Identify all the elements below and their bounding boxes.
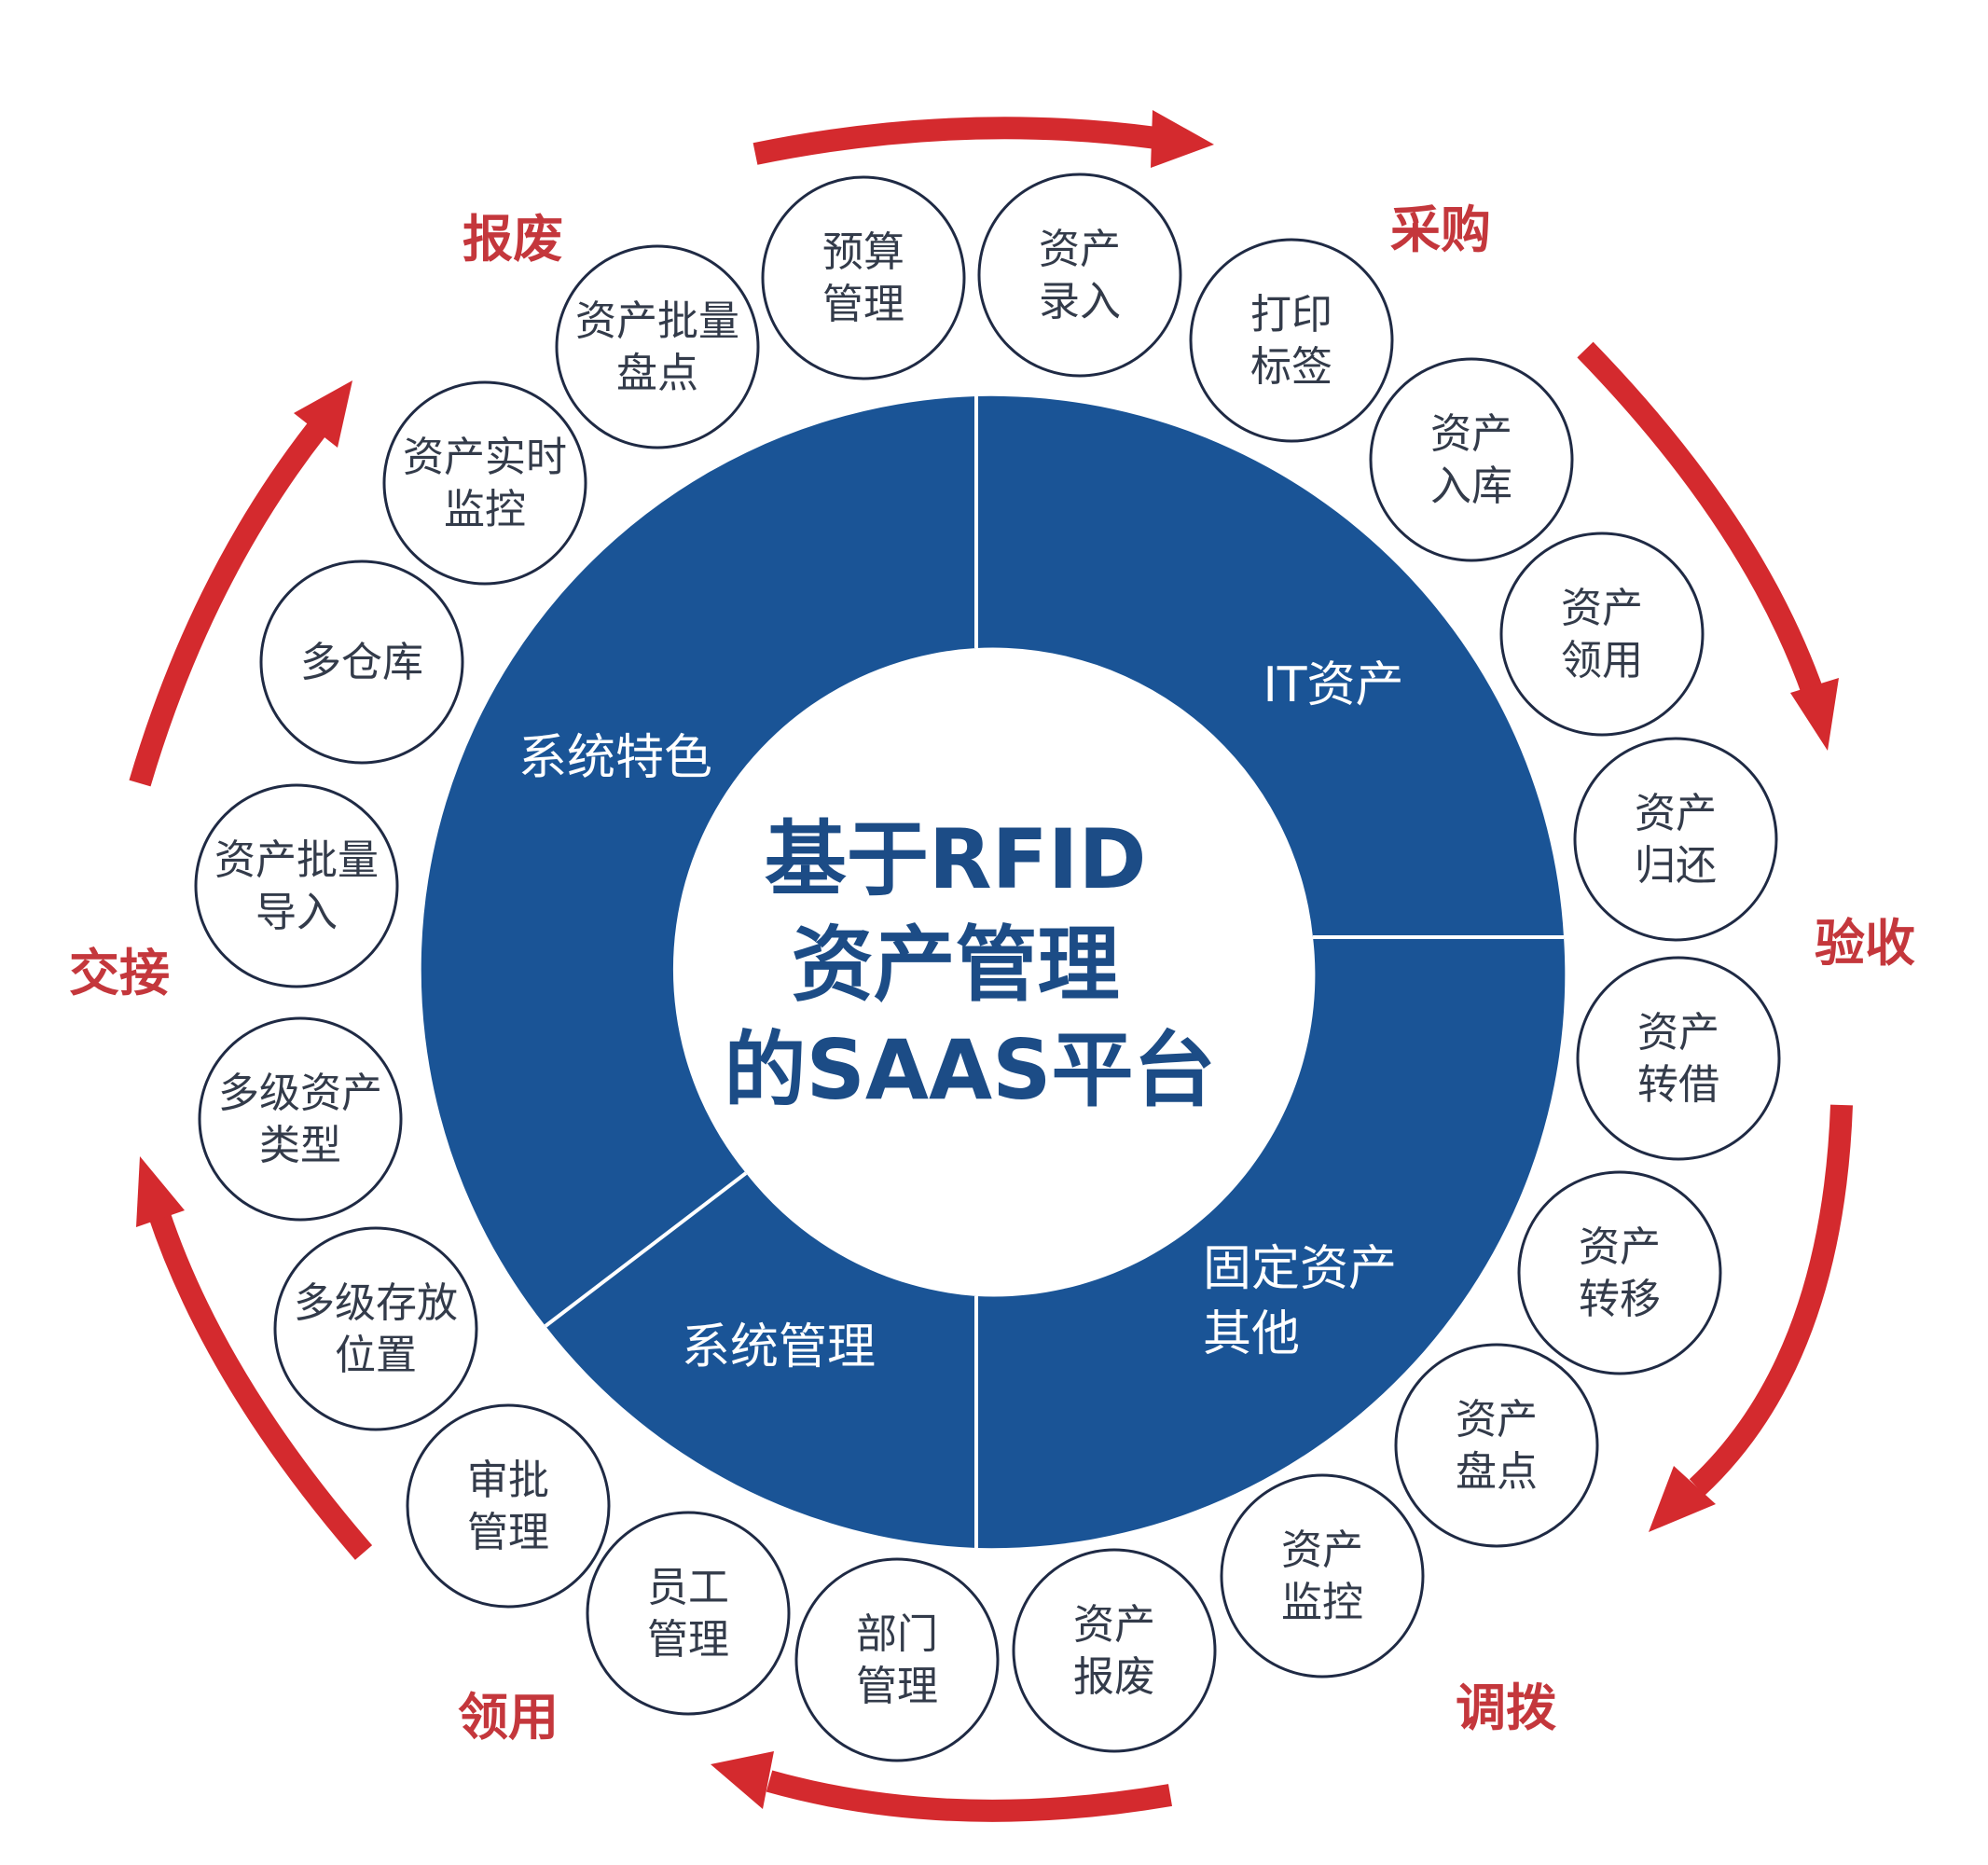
center-title: 基于RFID 资产管理 的SAAS平台: [725, 811, 1216, 1118]
ring-segment-it-assets: [976, 395, 1564, 937]
bubble-circle: [194, 783, 399, 988]
bubble-circle: [1517, 1170, 1722, 1375]
bubble-label: 多级存放位置: [294, 1279, 458, 1379]
bubble-circle: [1573, 737, 1778, 942]
bubble-asset-return: 资产归还: [1573, 737, 1778, 942]
bubble-circle: [586, 1511, 791, 1716]
bubble-employee-management: 员工管理: [586, 1511, 791, 1716]
arrow-head-icon: [1790, 678, 1839, 751]
ring-segment-fixed-assets: [976, 937, 1566, 1549]
bubble-circle: [1012, 1548, 1217, 1753]
stage-label-procurement: 采购: [1390, 200, 1491, 259]
bubble-label: 资产批量盘点: [575, 297, 739, 397]
arrow-lower-right: [1689, 1104, 1853, 1496]
bubble-circle: [382, 380, 587, 586]
arrow-bottom: [766, 1770, 1173, 1822]
bubble-realtime-monitoring: 资产实时监控: [382, 380, 587, 586]
bubble-label: 员工管理: [647, 1564, 729, 1664]
bubble-asset-transfer: 资产转移: [1517, 1170, 1722, 1375]
arrow-head-icon: [1649, 1466, 1716, 1532]
arrow-top: [752, 117, 1158, 165]
segment-label-system-features: 系统特色: [518, 730, 712, 786]
bubble-budget-management: 预算管理: [761, 175, 966, 380]
stage-label-disposal: 报废: [462, 210, 563, 269]
bubble-label: 多仓库: [300, 639, 423, 686]
stage-label-handover: 交接: [69, 944, 170, 1002]
bubble-label: 打印标签: [1250, 291, 1332, 391]
bubble-circle: [1499, 532, 1705, 737]
stage-label-allocation: 调拨: [1456, 1678, 1556, 1737]
bubble-circle: [794, 1557, 1000, 1762]
bubble-label: 资产实时监控: [403, 434, 567, 533]
bubble-circle: [406, 1403, 611, 1609]
bubble-label: 资产报废: [1073, 1601, 1155, 1701]
bubble-circle: [1369, 357, 1574, 562]
bubble-circle: [977, 173, 1182, 378]
bubble-multi-warehouse: 多仓库: [259, 560, 464, 765]
arrow-upper-right: [1577, 341, 1825, 698]
bubble-circle: [1576, 956, 1781, 1161]
bubble-circle: [1220, 1473, 1425, 1678]
ring-divider: [544, 1171, 748, 1328]
bubble-label: 部门管理: [856, 1610, 938, 1710]
bubble-multilevel-locations: 多级存放位置: [273, 1226, 478, 1431]
bubble-asset-requisition: 资产领用: [1499, 532, 1705, 737]
bubble-multilevel-asset-types: 多级资产类型: [198, 1016, 403, 1222]
arrow-head-icon: [136, 1156, 185, 1227]
arrow-head-icon: [1151, 110, 1214, 168]
bubble-print-labels: 打印标签: [1189, 238, 1394, 443]
bubble-asset-lending: 资产转借: [1576, 956, 1781, 1161]
bubble-asset-entry: 资产录入: [977, 173, 1182, 378]
bubble-batch-import: 资产批量导入: [194, 783, 399, 988]
bubble-label: 资产归还: [1635, 790, 1717, 890]
stage-label-requisition: 领用: [458, 1688, 559, 1747]
bubble-batch-inventory: 资产批量盘点: [555, 244, 760, 449]
bubble-circle: [1394, 1343, 1599, 1548]
bubble-label: 资产转移: [1579, 1223, 1661, 1323]
bubble-label: 资产批量导入: [214, 836, 379, 936]
bubble-approval-management: 审批管理: [406, 1403, 611, 1609]
bubble-label: 预算管理: [822, 228, 904, 328]
stage-label-acceptance: 验收: [1815, 914, 1915, 973]
bubble-label: 资产录入: [1039, 226, 1121, 325]
platform-ring: [421, 395, 1566, 1549]
bubble-circle: [1189, 238, 1394, 443]
bubble-circle: [259, 560, 464, 765]
bubble-label: 多级资产类型: [218, 1070, 382, 1169]
arrow-lower-left: [147, 1209, 373, 1560]
segment-label-system-management: 系统管理: [682, 1319, 876, 1375]
bubble-label: 资产监控: [1281, 1527, 1363, 1626]
bubble-circle: [273, 1226, 478, 1431]
bubble-label: 资产领用: [1561, 585, 1643, 684]
bubble-label: 审批管理: [467, 1457, 549, 1556]
bubble-label: 资产入库: [1430, 410, 1512, 510]
bubble-department-management: 部门管理: [794, 1557, 1000, 1762]
segment-label-it-assets: IT资产: [1263, 657, 1403, 713]
bubble-circle: [198, 1016, 403, 1222]
arrow-head-icon: [294, 380, 352, 448]
ring-segment-system-management: [545, 1173, 976, 1548]
feature-bubbles: 预算管理 资产录入打印标签资产入库资产领用资产归还资产转借资产转移资产盘点资产监控…: [194, 173, 1781, 1762]
bubble-circle: [555, 244, 760, 449]
arrow-head-icon: [711, 1751, 774, 1809]
bubble-label: 资产盘点: [1456, 1396, 1538, 1496]
lifecycle-arrows: [129, 110, 1853, 1822]
ring-segment-system-features: [421, 396, 976, 1326]
bubble-asset-monitoring: 资产监控: [1220, 1473, 1425, 1678]
arrow-upper-left: [129, 421, 326, 787]
bubble-asset-disposal: 资产报废: [1012, 1548, 1217, 1753]
bubble-asset-inventory: 资产盘点: [1394, 1343, 1599, 1548]
bubble-asset-warehousing: 资产入库: [1369, 357, 1574, 562]
segment-label-fixed-assets: 固定资产 其他: [1203, 1241, 1413, 1362]
bubble-circle: [761, 175, 966, 380]
bubble-label: 资产转借: [1637, 1009, 1719, 1109]
